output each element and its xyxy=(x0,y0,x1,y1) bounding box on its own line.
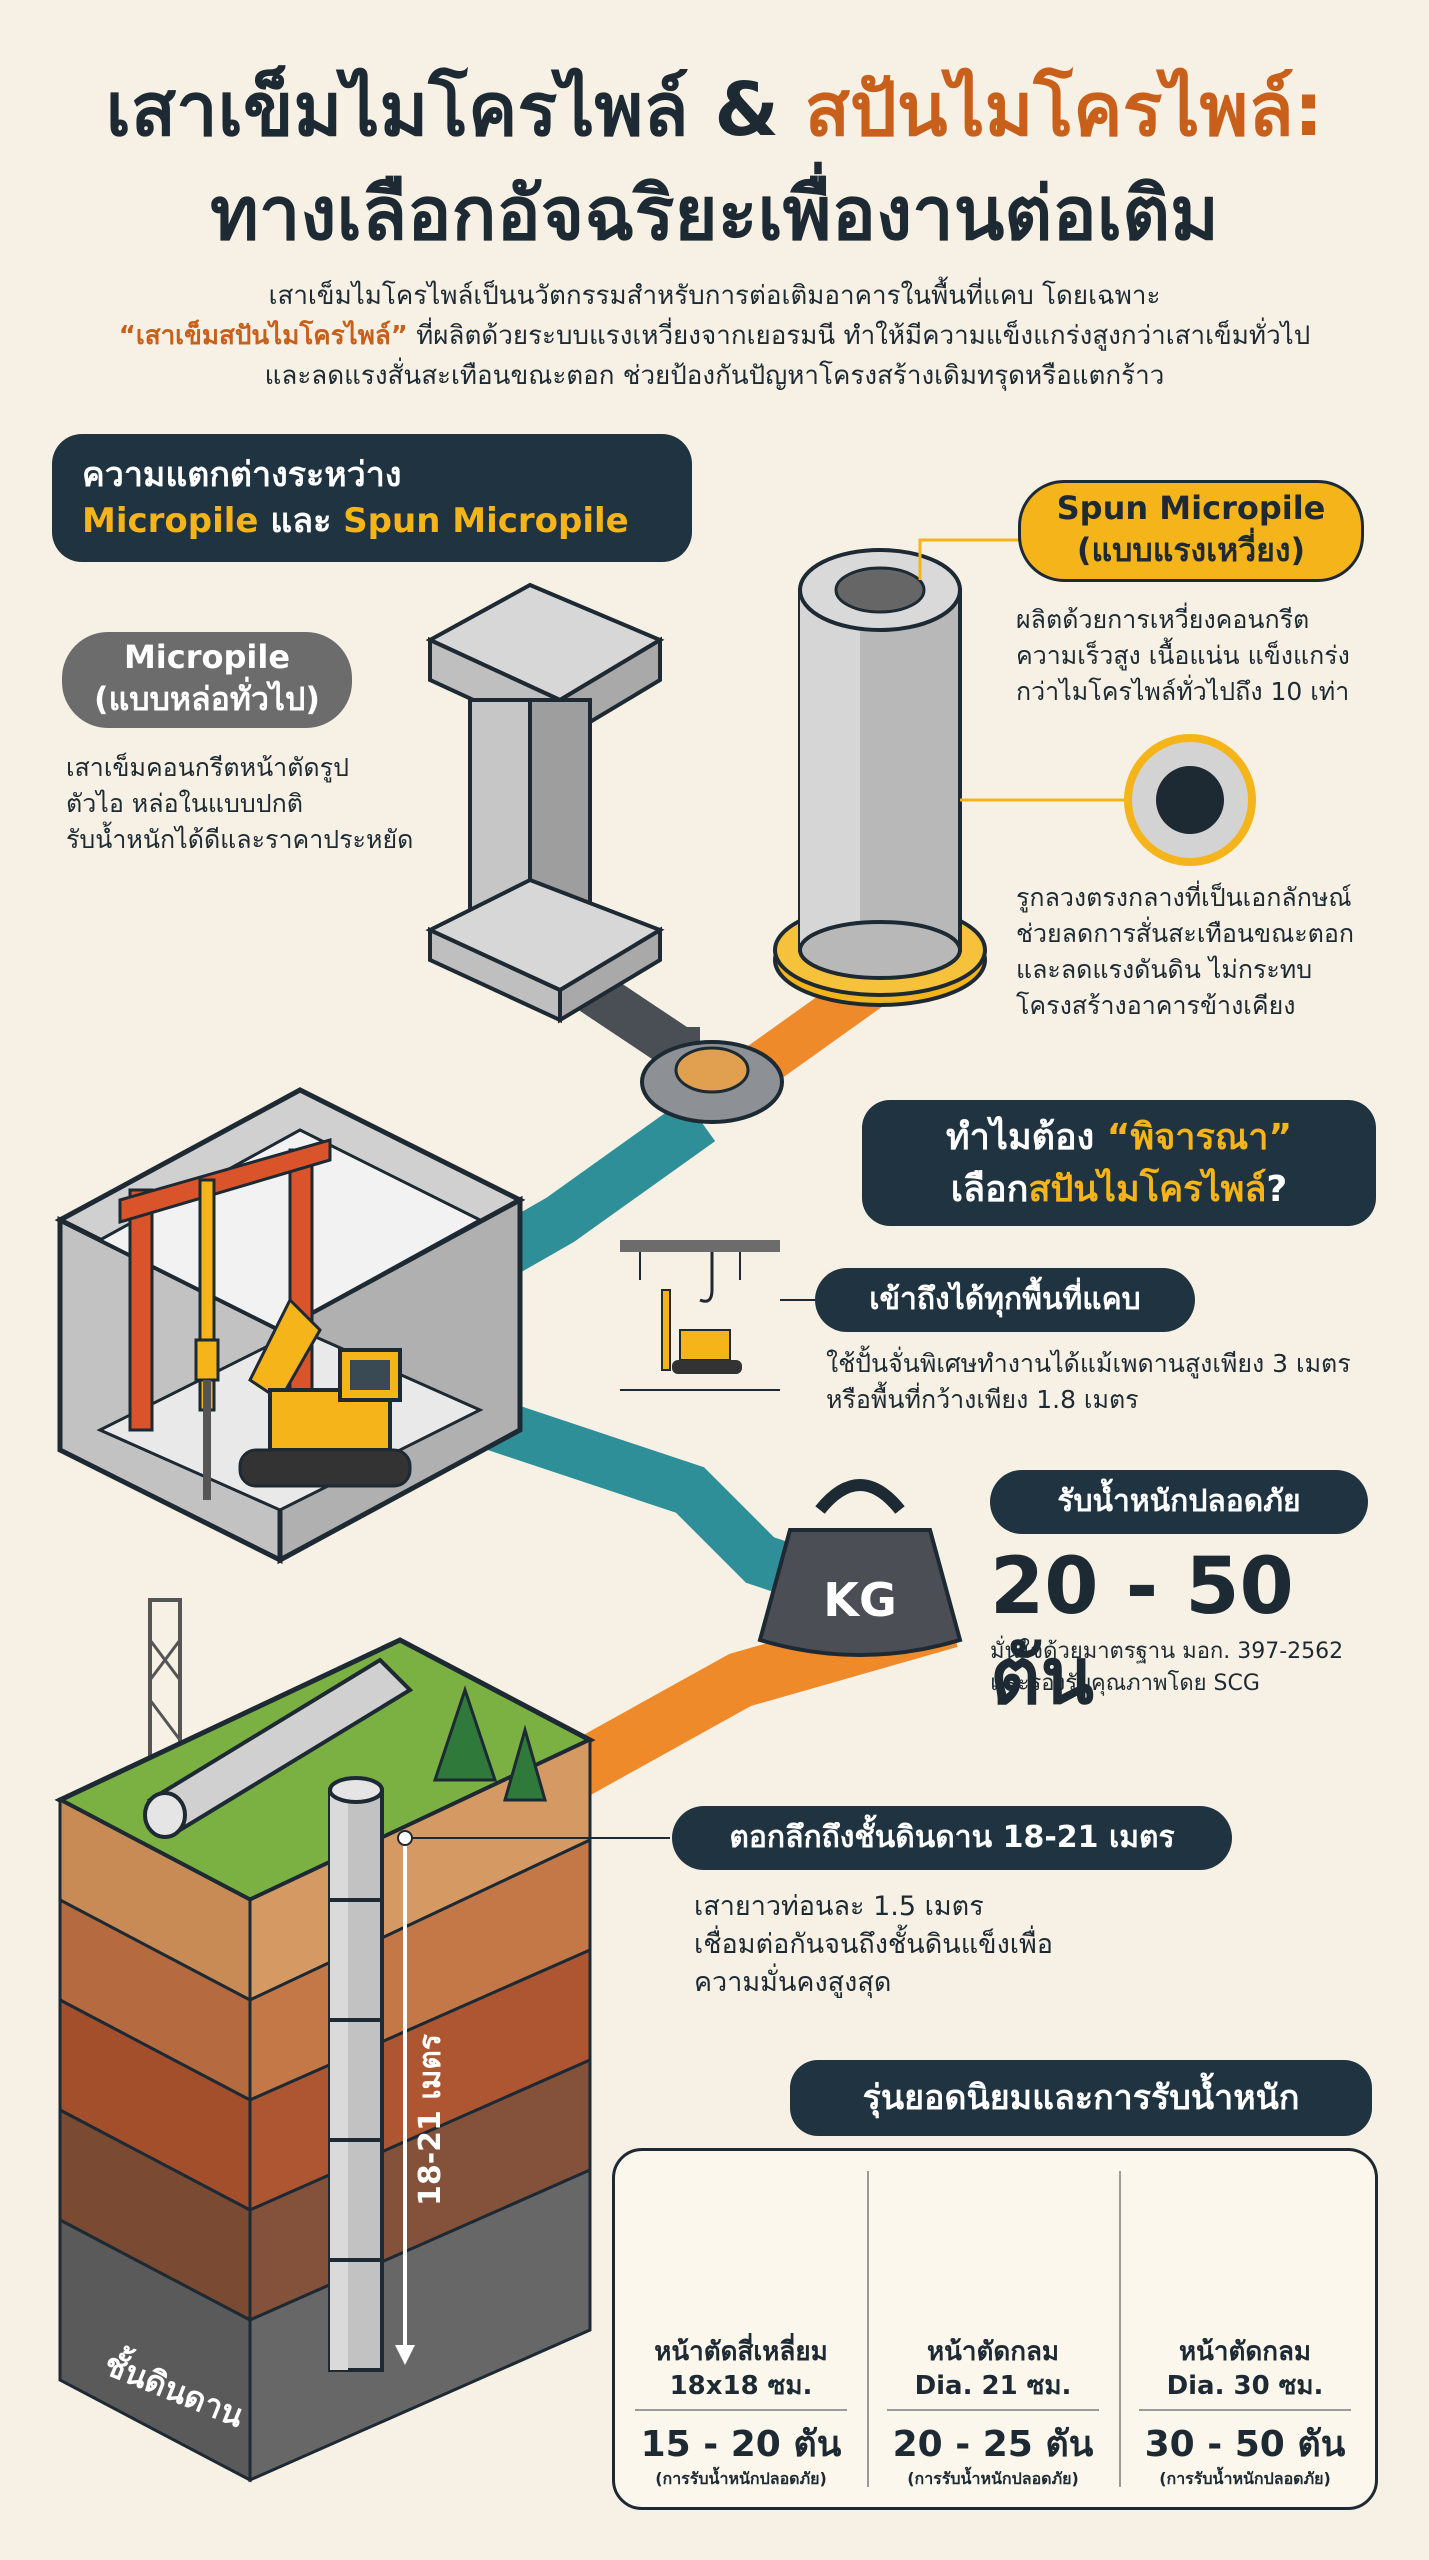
models-header-panel: รุ่นยอดนิยมและการรับน้ำหนัก xyxy=(790,2060,1372,2136)
weight-label: KG xyxy=(823,1573,896,1627)
path-dark-segment xyxy=(577,970,700,1073)
model-round30-load: 30 - 50 ตัน xyxy=(1144,2424,1346,2465)
soil-cross-section-illustration: 18-21 เมตร ชั้นดินดาน xyxy=(54,1598,670,2483)
why-line-2: เลือกสปันไมโครไพล์? xyxy=(862,1164,1376,1216)
why-question: ? xyxy=(1266,1169,1288,1210)
load-description: มั่นใจด้วยมาตรฐาน มอก. 397-2562 และรองรั… xyxy=(990,1636,1410,1700)
spun-desc-1: ผลิตด้วยการเหวี่ยงคอนกรีต xyxy=(1016,605,1310,634)
why-heading-panel: ทำไมต้อง “พิจารณา” เลือกสปันไมโครไพล์? xyxy=(862,1100,1376,1226)
path-node xyxy=(640,1040,784,1124)
kg-weight-icon: KG xyxy=(757,1479,963,1657)
page-title-line-2: ทางเลือกอัจฉริยะเพื่องานต่อเติม xyxy=(210,171,1219,257)
load-value: 20 - 50 ตัน xyxy=(990,1542,1294,1722)
model-round21-name-1: หน้าตัดกลม xyxy=(926,2337,1060,2367)
difference-and: และ xyxy=(258,501,344,541)
difference-heading-panel: ความแตกต่างระหว่าง Micropile และ Spun Mi… xyxy=(52,434,692,562)
access-desc-1: ใช้ปั้นจั่นพิเศษทำงานได้แม้เพดานสูงเพียง… xyxy=(826,1349,1351,1378)
depth-desc-3: ความมั่นคงสูงสุด xyxy=(694,1967,892,1998)
micropile-name: Micropile xyxy=(123,638,291,676)
title-part-1: เสาเข็มไมโครไพล์ & xyxy=(105,67,805,153)
model-round30-name-2: Dia. 30 ซม. xyxy=(1166,2371,1324,2401)
callout-line-spun xyxy=(918,538,1020,580)
model-round21-load: 20 - 25 ตัน xyxy=(892,2424,1094,2465)
model-round30-rule xyxy=(1139,2409,1351,2411)
spun-hole-1: รูกลวงตรงกลางที่เป็นเอกลักษณ์ xyxy=(1016,883,1352,912)
difference-line-1: ความแตกต่างระหว่าง xyxy=(82,455,402,495)
page-title: เสาเข็มไมโครไพล์ & สปันไมโครไพล์: xyxy=(0,62,1429,158)
depth-desc-2: เชื่อมต่อกันจนถึงชั้นดินแข็งเพื่อ xyxy=(694,1929,1053,1960)
spun-hole-4: โครงสร้างอาคารข้างเคียง xyxy=(1016,991,1296,1020)
micropile-label-pill: Micropile (แบบหล่อทั่วไป) xyxy=(62,632,352,728)
why-line-1-a: ทำไมต้อง xyxy=(945,1117,1107,1158)
micropile-description: เสาเข็มคอนกรีตหน้าตัดรูป ตัวไอ หล่อในแบบ… xyxy=(66,750,446,858)
model-square-name-1: หน้าตัดสี่เหลี่ยม xyxy=(654,2337,828,2367)
model-round30-name-1: หน้าตัดกลม xyxy=(1178,2337,1312,2367)
depth-vertical-label: 18-21 เมตร xyxy=(413,2034,448,2206)
spun-description: ผลิตด้วยการเหวี่ยงคอนกรีต ความเร็วสูง เน… xyxy=(1016,602,1416,710)
spun-pile-cylinder-illustration xyxy=(773,548,987,1007)
model-item-round-21: หน้าตัดกลม Dia. 21 ซม. 20 - 25 ตัน (การร… xyxy=(867,2151,1119,2507)
model-round21-name-2: Dia. 21 ซม. xyxy=(914,2371,1072,2401)
spun-label-pill: Spun Micropile (แบบแรงเหวี่ยง) xyxy=(1018,480,1364,582)
model-square-load: 15 - 20 ตัน xyxy=(640,2424,842,2465)
model-item-square: หน้าตัดสี่เหลี่ยม 18x18 ซม. 15 - 20 ตัน … xyxy=(615,2151,867,2507)
spun-hole-description: รูกลวงตรงกลางที่เป็นเอกลักษณ์ ช่วยลดการส… xyxy=(1016,880,1416,1024)
spun-desc-3: กว่าไมโครไพล์ทั่วไปถึง 10 เท่า xyxy=(1016,677,1350,706)
spun-cross-section-icon xyxy=(1124,734,1256,866)
intro-paragraph: เสาเข็มไมโครไพล์เป็นนวัตกรรมสำหรับการต่อ… xyxy=(60,276,1369,396)
intro-line-2-rest: ที่ผลิตด้วยระบบแรงเหวี่ยงจากเยอรมนี ทำให… xyxy=(407,321,1311,351)
depth-desc-1: เสายาวท่อนละ 1.5 เมตร xyxy=(694,1891,984,1922)
difference-spun: Spun Micropile xyxy=(343,501,629,541)
intro-line-2: “เสาเข็มสปันไมโครไพล์” ที่ผลิตด้วยระบบแร… xyxy=(60,316,1369,356)
difference-micropile: Micropile xyxy=(82,501,259,541)
spun-name: Spun Micropile xyxy=(1056,489,1326,527)
access-label-pill: เข้าถึงได้ทุกพื้นที่แคบ xyxy=(815,1268,1195,1332)
spun-desc-2: ความเร็วสูง เนื้อแน่น แข็งแกร่ง xyxy=(1016,641,1350,670)
model-square-note: (การรับน้ำหนักปลอดภัย) xyxy=(655,2469,827,2488)
model-round21-rule xyxy=(887,2409,1099,2411)
spun-hole-2: ช่วยลดการสั่นสะเทือนขณะตอก xyxy=(1016,919,1355,948)
access-desc-2: หรือพื้นที่กว้างเพียง 1.8 เมตร xyxy=(826,1385,1139,1414)
intro-line-3: และลดแรงสั่นสะเทือนขณะตอก ช่วยป้องกันปัญ… xyxy=(264,361,1165,391)
load-label-pill: รับน้ำหนักปลอดภัย xyxy=(990,1470,1368,1534)
why-spun: สปันไมโครไพล์ xyxy=(1028,1169,1267,1210)
i-beam-micropile-illustration xyxy=(425,582,665,1024)
low-ceiling-crane-icon xyxy=(620,1240,780,1391)
difference-line-2: Micropile และ Spun Micropile xyxy=(82,498,629,544)
access-description: ใช้ปั้นจั่นพิเศษทำงานได้แม้เพดานสูงเพียง… xyxy=(826,1346,1406,1418)
depth-label-pill: ตอกลึกถึงชั้นดินดาน 18-21 เมตร xyxy=(672,1806,1232,1870)
models-divider-1 xyxy=(867,2171,869,2487)
model-item-round-30: หน้าตัดกลม Dia. 30 ซม. 30 - 50 ตัน (การร… xyxy=(1119,2151,1371,2507)
models-table: หน้าตัดสี่เหลี่ยม 18x18 ซม. 15 - 20 ตัน … xyxy=(612,2148,1378,2510)
title-part-accent: สปันไมโครไพล์: xyxy=(804,67,1324,153)
why-line-2-a: เลือก xyxy=(950,1169,1029,1210)
model-square-rule xyxy=(635,2409,847,2411)
spun-sub: (แบบแรงเหวี่ยง) xyxy=(1076,531,1306,569)
path-teal-segment-2 xyxy=(471,1395,829,1605)
intro-line-1: เสาเข็มไมโครไพล์เป็นนวัตกรรมสำหรับการต่อ… xyxy=(268,281,1161,311)
building-with-crane-illustration xyxy=(54,1087,526,1565)
models-divider-2 xyxy=(1119,2171,1121,2487)
intro-highlight: “เสาเข็มสปันไมโครไพล์” xyxy=(118,321,408,351)
model-square-name-2: 18x18 ซม. xyxy=(669,2371,813,2401)
micropile-sub: (แบบหล่อทั่วไป) xyxy=(94,680,320,718)
depth-description: เสายาวท่อนละ 1.5 เมตร เชื่อมต่อกันจนถึงช… xyxy=(694,1888,1194,2002)
load-desc-1: มั่นใจด้วยมาตรฐาน มอก. 397-2562 xyxy=(990,1639,1344,1664)
load-desc-2: และรองรับคุณภาพโดย SCG xyxy=(990,1671,1260,1696)
why-line-1: ทำไมต้อง “พิจารณา” xyxy=(862,1112,1376,1164)
micropile-desc-3: รับน้ำหนักได้ดีและราคาประหยัด xyxy=(66,825,414,854)
micropile-desc-2: ตัวไอ หล่อในแบบปกติ xyxy=(66,789,304,818)
model-round21-note: (การรับน้ำหนักปลอดภัย) xyxy=(907,2469,1079,2488)
model-round30-note: (การรับน้ำหนักปลอดภัย) xyxy=(1159,2469,1331,2488)
micropile-desc-1: เสาเข็มคอนกรีตหน้าตัดรูป xyxy=(66,753,349,782)
why-consider: “พิจารณา” xyxy=(1106,1117,1293,1158)
spun-hole-3: และลดแรงดันดิน ไม่กระทบ xyxy=(1016,955,1313,984)
